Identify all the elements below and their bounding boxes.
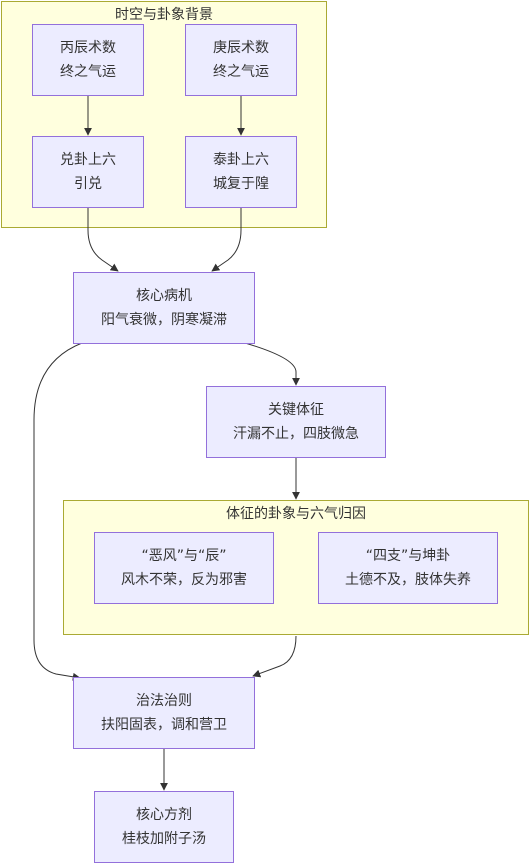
node-tai-line1: 泰卦上六 xyxy=(213,152,269,168)
node-dui-line2: 引兑 xyxy=(74,176,102,192)
node-key-signs-line2: 汗漏不止，四肢微急 xyxy=(233,426,359,442)
node-treatment-line2: 扶阳固表，调和营卫 xyxy=(101,717,227,733)
node-key-signs-line1: 关键体征 xyxy=(268,402,324,418)
node-key-signs: 关键体征 汗漏不止，四肢微急 xyxy=(206,386,386,458)
node-gengchen-line2: 终之气运 xyxy=(213,64,269,80)
node-formula-line2: 桂枝加附子汤 xyxy=(122,831,206,847)
node-core-pathogenesis-line2: 阳气衰微，阴寒凝滞 xyxy=(101,312,227,328)
node-formula: 核心方剂 桂枝加附子汤 xyxy=(94,791,234,863)
node-gengchen-line1: 庚辰术数 xyxy=(213,40,269,56)
node-tai-line2: 城复于隍 xyxy=(213,176,269,192)
node-wind-line2: 风木不荣，反为邪害 xyxy=(121,572,247,588)
node-dui: 兑卦上六 引兑 xyxy=(32,136,144,208)
edge-core-keysigns xyxy=(244,342,300,386)
node-bingchen-line1: 丙辰术数 xyxy=(60,40,116,56)
node-formula-line1: 核心方剂 xyxy=(136,807,192,823)
node-limbs: “四支”与坤卦 土德不及，肢体失养 xyxy=(318,532,498,604)
node-wind-line1: “恶风”与“辰” xyxy=(141,548,227,564)
node-dui-line1: 兑卦上六 xyxy=(60,152,116,168)
cluster-symptoms-title: 体征的卦象与六气归因 xyxy=(226,506,366,522)
node-treatment-line1: 治法治则 xyxy=(136,693,192,709)
node-bingchen: 丙辰术数 终之气运 xyxy=(32,24,144,96)
node-bingchen-line2: 终之气运 xyxy=(60,64,116,80)
node-core-pathogenesis-line1: 核心病机 xyxy=(136,288,192,304)
cluster-background-title: 时空与卦象背景 xyxy=(115,7,213,23)
node-tai: 泰卦上六 城复于隍 xyxy=(185,136,297,208)
node-limbs-line2: 土德不及，肢体失养 xyxy=(345,572,471,588)
node-core-pathogenesis: 核心病机 阳气衰微，阴寒凝滞 xyxy=(73,272,255,344)
edge-cluster-treatment xyxy=(252,635,297,678)
node-gengchen: 庚辰术数 终之气运 xyxy=(185,24,297,96)
node-limbs-line1: “四支”与坤卦 xyxy=(365,548,451,564)
node-treatment: 治法治则 扶阳固表，调和营卫 xyxy=(73,677,255,749)
node-wind: “恶风”与“辰” 风木不荣，反为邪害 xyxy=(94,532,274,604)
